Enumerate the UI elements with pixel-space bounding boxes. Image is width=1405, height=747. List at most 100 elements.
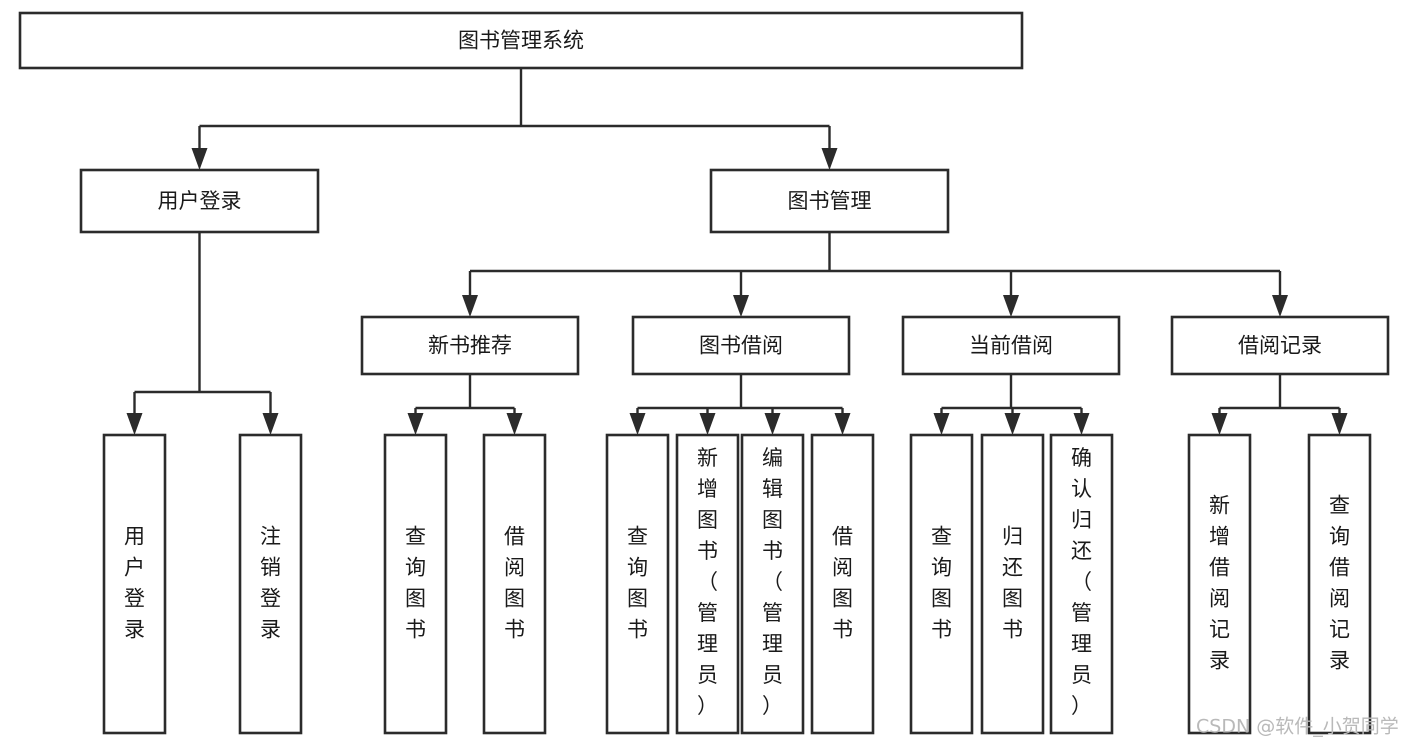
svg-text:理: 理: [762, 632, 783, 656]
node-label-level3-3: 借阅记录: [1238, 334, 1322, 358]
node-box-leaf-current-borrow-2[interactable]: [1049, 433, 1114, 735]
userlogin-to-leaves-arrow-1: [262, 413, 279, 435]
svg-text:录: 录: [124, 618, 145, 642]
svg-text:还: 还: [1002, 556, 1023, 580]
node-box-borrow-record[interactable]: [1170, 315, 1390, 376]
node-box-leaf-user-login-0[interactable]: [102, 433, 167, 735]
labels-layer: 图书管理系统用户登录图书管理新书推荐图书借阅当前借阅借阅记录用户登录注销登录查询…: [124, 29, 1350, 719]
node-box-root[interactable]: [18, 11, 1024, 70]
node-box-leaf-new-book-recommend-0[interactable]: [383, 433, 448, 735]
svg-text:图: 图: [697, 508, 718, 532]
svg-text:登: 登: [124, 587, 145, 611]
node-box-leaf-current-borrow-0[interactable]: [909, 433, 974, 735]
svg-text:录: 录: [1329, 649, 1350, 673]
node-label-level2-1: 图书管理: [788, 189, 872, 213]
node-box-new-book-recommend[interactable]: [360, 315, 580, 376]
svg-text:书: 书: [832, 618, 853, 642]
node-box-book-borrow[interactable]: [631, 315, 851, 376]
svg-text:书: 书: [762, 539, 783, 563]
svg-text:辑: 辑: [762, 477, 783, 501]
borrowrecord-to-leaves-arrow-0: [1211, 413, 1228, 435]
bookmgmt-to-level3-arrow-3: [1272, 295, 1288, 317]
svg-text:图: 图: [931, 587, 952, 611]
svg-text:图: 图: [832, 587, 853, 611]
svg-text:归: 归: [1002, 525, 1023, 549]
bookborrow-to-leaves-arrow-1: [699, 413, 716, 435]
svg-text:书: 书: [697, 539, 718, 563]
svg-text:管: 管: [762, 601, 783, 625]
node-label-root: 图书管理系统: [458, 29, 584, 53]
svg-text:查: 查: [627, 525, 648, 549]
svg-text:）: ）: [697, 694, 718, 718]
node-box-leaf-book-borrow-2[interactable]: [740, 433, 805, 735]
svg-text:借: 借: [832, 525, 853, 549]
node-box-leaf-book-borrow-3[interactable]: [810, 433, 875, 735]
svg-text:确: 确: [1071, 446, 1092, 470]
svg-text:询: 询: [1329, 525, 1350, 549]
node-box-current-borrow[interactable]: [901, 315, 1121, 376]
svg-text:图: 图: [405, 587, 426, 611]
node-box-leaf-book-borrow-1[interactable]: [675, 433, 740, 735]
svg-text:销: 销: [260, 556, 281, 580]
svg-text:编: 编: [762, 446, 783, 470]
svg-text:书: 书: [627, 618, 648, 642]
svg-text:新: 新: [697, 446, 718, 470]
svg-text:员: 员: [1071, 663, 1092, 687]
node-box-leaf-borrow-record-0[interactable]: [1187, 433, 1252, 735]
svg-text:归: 归: [1071, 508, 1092, 532]
connectors-layer: [126, 68, 1348, 435]
svg-text:管: 管: [1071, 601, 1092, 625]
node-box-user-login[interactable]: [79, 168, 320, 234]
node-label-leaf-user-login-0: 用户登录: [124, 525, 145, 642]
svg-text:注: 注: [260, 525, 281, 549]
svg-text:理: 理: [697, 632, 718, 656]
node-label-level3-1: 图书借阅: [699, 334, 783, 358]
svg-text:记: 记: [1329, 618, 1350, 642]
svg-text:户: 户: [124, 556, 145, 580]
svg-text:书: 书: [931, 618, 952, 642]
svg-text:记: 记: [1209, 618, 1230, 642]
svg-text:阅: 阅: [1209, 587, 1230, 611]
bookborrow-to-leaves-arrow-0: [629, 413, 646, 435]
svg-text:认: 认: [1071, 477, 1092, 501]
node-box-book-management[interactable]: [709, 168, 950, 234]
svg-text:员: 员: [697, 663, 718, 687]
bookborrow-to-leaves-arrow-2: [764, 413, 781, 435]
svg-text:阅: 阅: [504, 556, 525, 580]
svg-text:）: ）: [762, 694, 783, 718]
svg-text:（: （: [697, 570, 718, 594]
node-box-leaf-new-book-recommend-1[interactable]: [482, 433, 547, 735]
root-to-level2-arrow-1: [821, 148, 838, 170]
svg-text:查: 查: [931, 525, 952, 549]
svg-text:新: 新: [1209, 494, 1230, 518]
node-box-leaf-borrow-record-1[interactable]: [1307, 433, 1372, 735]
svg-text:员: 员: [762, 663, 783, 687]
svg-text:书: 书: [1002, 618, 1023, 642]
svg-text:询: 询: [931, 556, 952, 580]
node-label-level3-2: 当前借阅: [969, 334, 1053, 358]
bookmgmt-to-level3-arrow-1: [733, 295, 749, 317]
node-box-leaf-book-borrow-0[interactable]: [605, 433, 670, 735]
svg-text:还: 还: [1071, 539, 1092, 563]
svg-text:增: 增: [697, 477, 718, 501]
svg-text:借: 借: [1329, 556, 1350, 580]
svg-text:图: 图: [504, 587, 525, 611]
svg-text:借: 借: [504, 525, 525, 549]
svg-text:查: 查: [405, 525, 426, 549]
node-box-leaf-current-borrow-1[interactable]: [980, 433, 1045, 735]
svg-text:（: （: [762, 570, 783, 594]
svg-text:录: 录: [260, 618, 281, 642]
svg-text:查: 查: [1329, 494, 1350, 518]
node-box-leaf-user-login-1[interactable]: [238, 433, 303, 735]
